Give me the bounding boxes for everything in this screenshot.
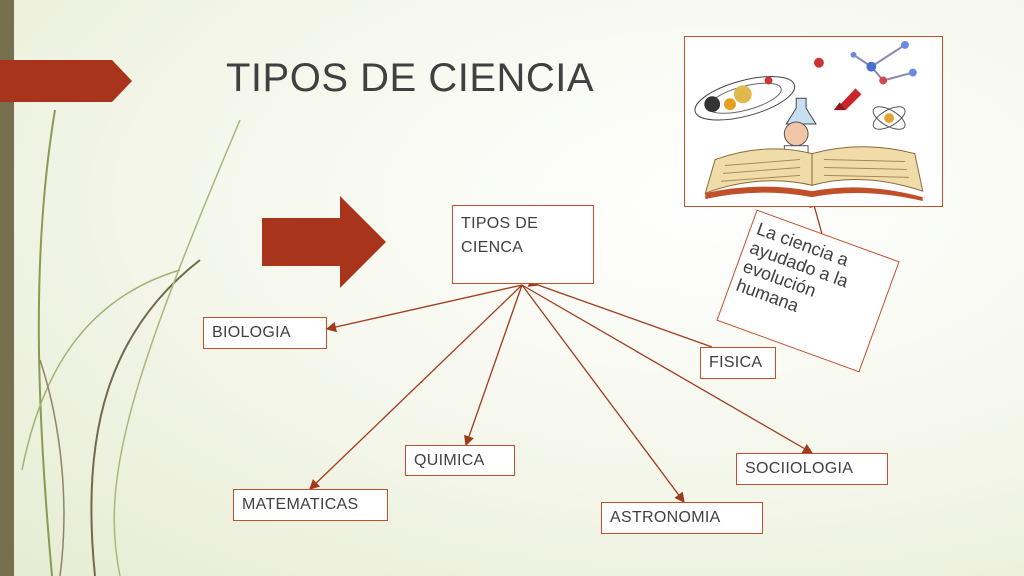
decorative-curves [21, 109, 241, 576]
science-illustration [684, 36, 943, 207]
connector-fisica [527, 277, 713, 348]
connector-astronomia [521, 284, 685, 504]
node-fisica: FISICA [700, 347, 776, 379]
left-accent-bar [0, 0, 14, 576]
node-matematicas: MATEMATICAS [233, 489, 388, 521]
root-node: TIPOS DE CIENCA [452, 205, 594, 284]
connector-sociologia [521, 284, 814, 454]
slide-title: TIPOS DE CIENCIA [226, 56, 595, 100]
science-book-icon [694, 40, 924, 202]
title-marker-arrow [0, 60, 132, 102]
connector-quimica [464, 284, 523, 447]
right-arrow-shape [262, 196, 386, 288]
node-sociologia: SOCIIOLOGIA [736, 453, 888, 485]
connector-matematicas [309, 284, 523, 490]
node-quimica: QUIMICA [405, 445, 515, 476]
connector-biologia [325, 284, 523, 333]
node-astronomia: ASTRONOMIA [601, 502, 763, 534]
node-biologia: BIOLOGIA [203, 317, 327, 349]
